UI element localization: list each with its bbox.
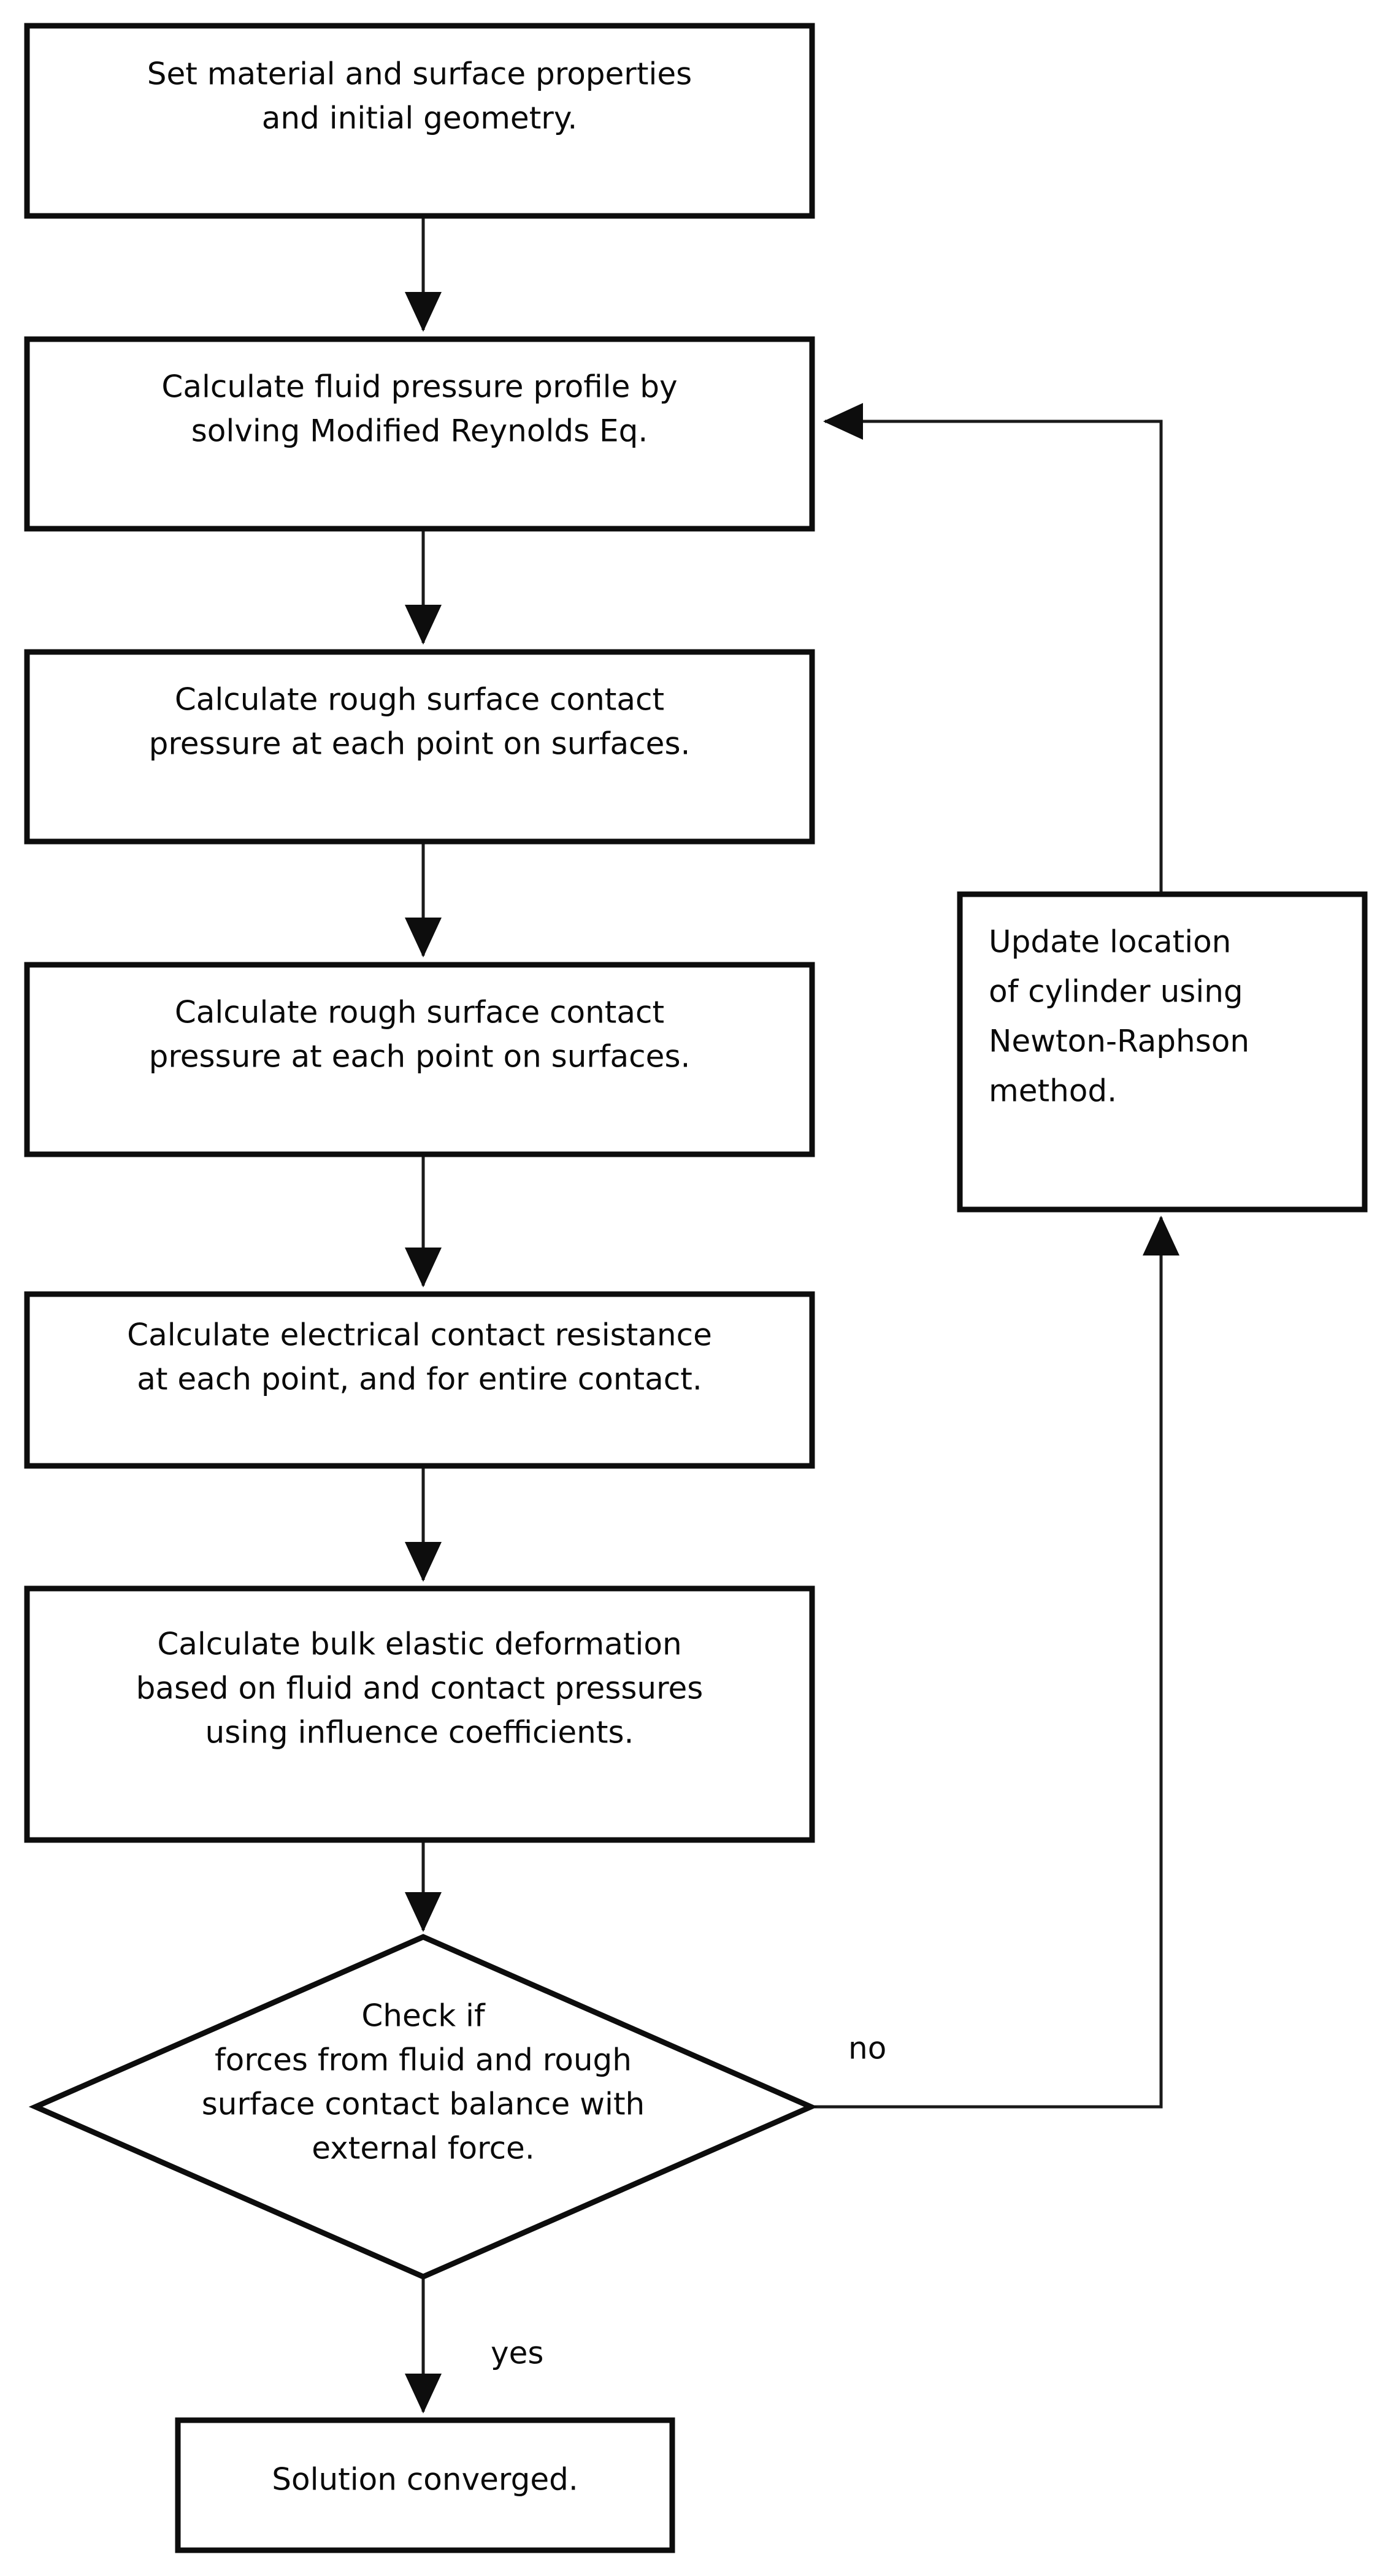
node-solution-converged[interactable]: Solution converged.: [175, 2417, 675, 2553]
node-bulk-deformation-line-2: using influence coefficients.: [205, 1715, 634, 1750]
node-fluid-pressure-line-0: Calculate fluid pressure profile by: [161, 369, 677, 405]
node-rough-contact-2-line-0: Calculate rough surface contact: [175, 995, 664, 1030]
node-rough-contact-2[interactable]: Calculate rough surface contact pressure…: [24, 962, 815, 1157]
node-bulk-deformation-line-0: Calculate bulk elastic deformation: [157, 1627, 681, 1662]
node-update-location[interactable]: Update location of cylinder using Newton…: [957, 891, 1368, 1213]
node-rough-contact-1-line-0: Calculate rough surface contact: [175, 682, 664, 718]
connector-update-to-fluid: [822, 403, 1163, 894]
node-update-location-line-0: Update location: [989, 924, 1231, 960]
node-electrical-resistance-line-1: at each point, and for entire contact.: [137, 1362, 702, 1397]
edge-label-no: no: [848, 2031, 886, 2066]
node-force-balance-check[interactable]: Check if forces from fluid and rough sur…: [28, 1934, 818, 2280]
node-bulk-deformation-line-1: based on fluid and contact pressures: [136, 1671, 704, 1706]
node-rough-contact-2-line-1: pressure at each point on surfaces.: [149, 1039, 691, 1075]
node-set-properties-line-1: and initial geometry.: [262, 101, 577, 136]
node-rough-contact-1-line-1: pressure at each point on surfaces.: [149, 726, 691, 762]
node-update-location-line-3: method.: [989, 1073, 1117, 1109]
node-electrical-resistance-line-0: Calculate electrical contact resistance: [127, 1317, 712, 1353]
node-update-location-line-2: Newton-Raphson: [989, 1024, 1249, 1059]
node-update-location-line-1: of cylinder using: [989, 974, 1243, 1010]
node-force-balance-check-line-3: external force.: [312, 2131, 534, 2166]
node-bulk-deformation[interactable]: Calculate bulk elastic deformation based…: [24, 1585, 815, 1843]
node-solution-converged-line-0: Solution converged.: [272, 2462, 578, 2497]
node-force-balance-check-line-2: surface contact balance with: [202, 2087, 645, 2122]
node-electrical-resistance[interactable]: Calculate electrical contact resistance …: [24, 1291, 815, 1469]
node-set-properties-line-0: Set material and surface properties: [147, 56, 692, 92]
node-force-balance-check-line-1: forces from fluid and rough: [215, 2042, 632, 2078]
edge-label-yes: yes: [491, 2336, 543, 2371]
node-set-properties[interactable]: Set material and surface properties and …: [24, 23, 815, 219]
node-rough-contact-1[interactable]: Calculate rough surface contact pressure…: [24, 649, 815, 845]
node-fluid-pressure-line-1: solving Modified Reynolds Eq.: [191, 413, 648, 449]
node-fluid-pressure[interactable]: Calculate fluid pressure profile by solv…: [24, 336, 815, 532]
node-force-balance-check-line-0: Check if: [361, 1998, 486, 2034]
connector-decision-no-to-update: [811, 1215, 1179, 2109]
